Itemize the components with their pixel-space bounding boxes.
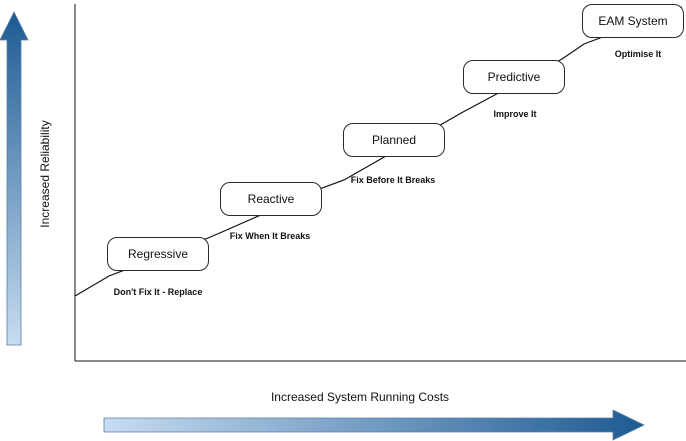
stage-box-eam-system: EAM System <box>582 4 684 38</box>
stage-box-predictive: Predictive <box>463 60 565 94</box>
stage-label: Planned <box>371 133 417 147</box>
stage-label: Reactive <box>247 192 295 206</box>
stage-caption-regressive: Don't Fix It - Replace <box>113 287 203 297</box>
stage-caption-reactive: Fix When It Breaks <box>229 231 311 241</box>
stage-box-reactive: Reactive <box>220 182 322 216</box>
stage-caption-predictive: Improve It <box>493 109 537 119</box>
stage-box-planned: Planned <box>343 123 445 157</box>
y-axis-label: Increased Reliability <box>38 120 52 228</box>
stage-box-regressive: Regressive <box>107 237 209 271</box>
stage-label: EAM System <box>598 14 668 28</box>
stage-label: Predictive <box>487 70 541 84</box>
x-axis-label: Increased System Running Costs <box>270 390 450 404</box>
running-costs-arrow <box>103 409 645 441</box>
stage-label: Regressive <box>127 247 189 261</box>
reliability-arrow <box>0 11 29 346</box>
stage-caption-eam-system: Optimise It <box>614 49 662 59</box>
stage-caption-planned: Fix Before It Breaks <box>350 175 436 185</box>
